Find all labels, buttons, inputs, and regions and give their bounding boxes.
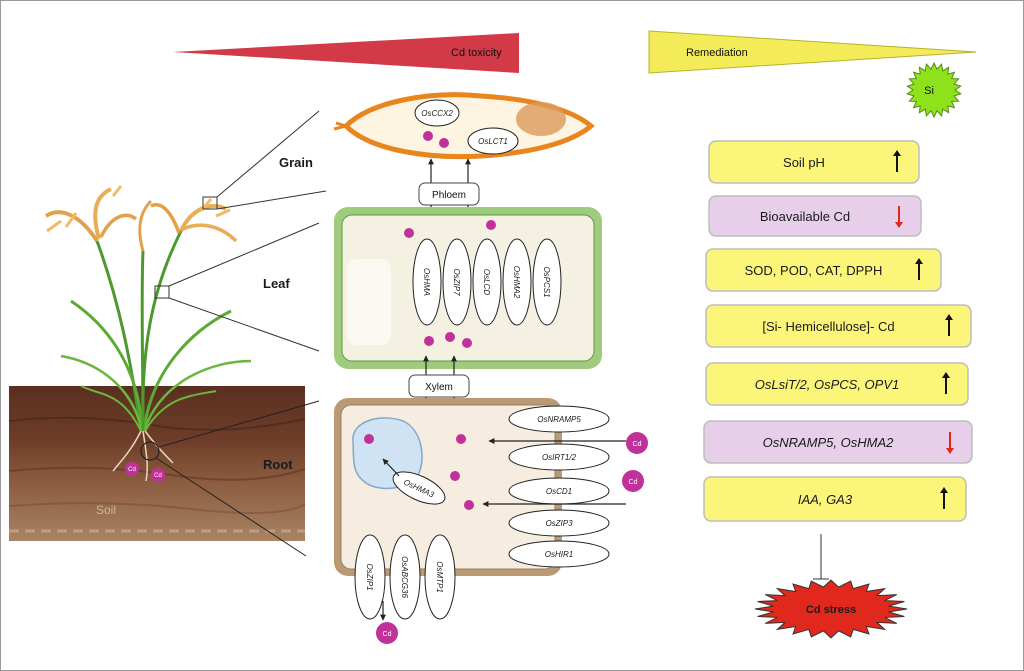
cd-ion	[464, 500, 474, 510]
cd-ion-label: Cd	[383, 631, 392, 638]
cd-ion-soil-1: Cd	[125, 462, 139, 476]
cd-ion	[404, 228, 414, 238]
effect-label: Bioavailable Cd	[760, 209, 850, 224]
cd-ion-outside-1: Cd	[626, 432, 648, 454]
root-uptake-gene-2: OsCD1	[508, 477, 610, 505]
effect-label: Soil pH	[783, 155, 825, 170]
soil-block: Soil	[8, 386, 306, 541]
leaf-transporters: OsHMA OsZIP7 OsLCD OsHMA2 OsPCS1	[412, 238, 562, 326]
grain-label: Grain	[279, 155, 313, 170]
root-efflux-gene-2: OsMTP1	[424, 534, 456, 620]
remediation-effect-1: Bioavailable Cd	[708, 195, 922, 237]
grain-gene-oslct1: OsLCT1	[467, 127, 519, 155]
gene-label: OsCCX2	[421, 109, 453, 118]
root-uptake-gene-0: OsNRAMP5	[508, 405, 610, 433]
cd-ion-label: Cd	[633, 441, 642, 448]
root-efflux-transporters: OsZIP1 OsABCG36 OsMTP1	[354, 534, 456, 620]
gene-label: OsLCD	[482, 269, 491, 295]
gene-label: OsZIP1	[365, 563, 374, 590]
soil-label: Soil	[96, 503, 116, 517]
leaf-label: Leaf	[263, 276, 290, 291]
remediation-effect-0: Soil pH	[708, 140, 920, 184]
leaf-gene-1: OsZIP7	[442, 238, 472, 326]
xylem-label: Xylem	[425, 382, 453, 393]
gene-label: OsNRAMP5	[537, 415, 581, 424]
cd-ion	[423, 131, 433, 141]
effect-label: SOD, POD, CAT, DPPH	[745, 263, 883, 278]
cd-ion-outside-2: Cd	[622, 470, 644, 492]
gene-label: OsHMA	[422, 268, 431, 296]
cd-ion-efflux: Cd	[376, 622, 398, 644]
cd-toxicity-label: Cd toxicity	[451, 47, 502, 59]
cd-ion-label: Cd	[629, 479, 638, 486]
remediation-wedge: Remediation	[648, 30, 977, 74]
cd-ion	[364, 434, 374, 444]
root-uptake-gene-4: OsHIR1	[508, 540, 610, 568]
phloem-box: Phloem	[418, 182, 480, 206]
remediation-effect-3: [Si- Hemicellulose]- Cd	[705, 304, 972, 348]
grain-gene-oscc x2: OsCCX2	[414, 99, 460, 127]
root-uptake-gene-1: OsIRT1/2	[508, 443, 610, 471]
cd-ion	[456, 434, 466, 444]
gene-label: OsMTP1	[435, 561, 444, 593]
remediation-effect-5: OsNRAMP5, OsHMA2	[703, 420, 973, 464]
gene-label: OsZIP7	[452, 268, 461, 296]
gene-label: OsHMA2	[512, 266, 521, 299]
remediation-effect-6: IAA, GA3	[703, 476, 967, 522]
remediation-effects-list: Soil pH Bioavailable Cd SOD, POD, CAT, DPP…	[703, 140, 973, 522]
leaf-gene-0: OsHMA	[412, 238, 442, 326]
cd-ion-label: Cd	[154, 473, 162, 479]
effect-label: IAA, GA3	[798, 492, 853, 507]
xylem-box: Xylem	[408, 374, 470, 398]
leaf-gene-3: OsHMA2	[502, 238, 532, 326]
si-badge: Si	[906, 61, 962, 119]
cd-ion	[462, 338, 472, 348]
remediation-effect-4: OsLsiT/2, OsPCS, OPV1	[705, 362, 969, 406]
rice-plant	[44, 185, 252, 482]
cd-ion	[424, 336, 434, 346]
cd-stress-label: Cd stress	[806, 604, 856, 616]
cd-ion-soil-2: Cd	[151, 468, 165, 482]
cd-ion	[486, 220, 496, 230]
si-label: Si	[924, 85, 934, 97]
gene-label: OsABCG36	[400, 556, 409, 598]
cd-ion	[445, 332, 455, 342]
gene-label: OsCD1	[546, 487, 572, 496]
root-gene-oshma3: OsHMA3	[392, 471, 446, 505]
leaf-gene-2: OsLCD	[472, 238, 502, 326]
effect-label: OsNRAMP5, OsHMA2	[763, 435, 895, 450]
phloem-label: Phloem	[432, 190, 466, 201]
gene-label: OsLCT1	[478, 137, 508, 146]
root-label: Root	[263, 457, 293, 472]
leaf-gene-4: OsPCS1	[532, 238, 562, 326]
remediation-label: Remediation	[686, 47, 748, 59]
gene-label: OsPCS1	[542, 266, 551, 297]
cd-stress-badge: Cd stress	[754, 579, 908, 639]
cd-ion-label: Cd	[128, 467, 136, 473]
cd-ion	[439, 138, 449, 148]
root-cell	[334, 398, 562, 576]
cd-toxicity-wedge: Cd toxicity	[173, 33, 519, 73]
cd-ion	[450, 471, 460, 481]
effect-label: OsLsiT/2, OsPCS, OPV1	[755, 377, 900, 392]
root-efflux-gene-1: OsABCG36	[389, 534, 421, 620]
effect-label: [Si- Hemicellulose]- Cd	[762, 319, 894, 334]
root-efflux-gene-0: OsZIP1	[354, 534, 386, 620]
remediation-effect-2: SOD, POD, CAT, DPPH	[705, 248, 942, 292]
zoom-callouts	[140, 110, 327, 557]
gene-label: OsHIR1	[545, 550, 573, 559]
grain-seed	[333, 92, 595, 160]
gene-label: OsZIP3	[545, 519, 573, 528]
gene-label: OsIRT1/2	[542, 453, 577, 462]
root-uptake-gene-3: OsZIP3	[508, 509, 610, 537]
